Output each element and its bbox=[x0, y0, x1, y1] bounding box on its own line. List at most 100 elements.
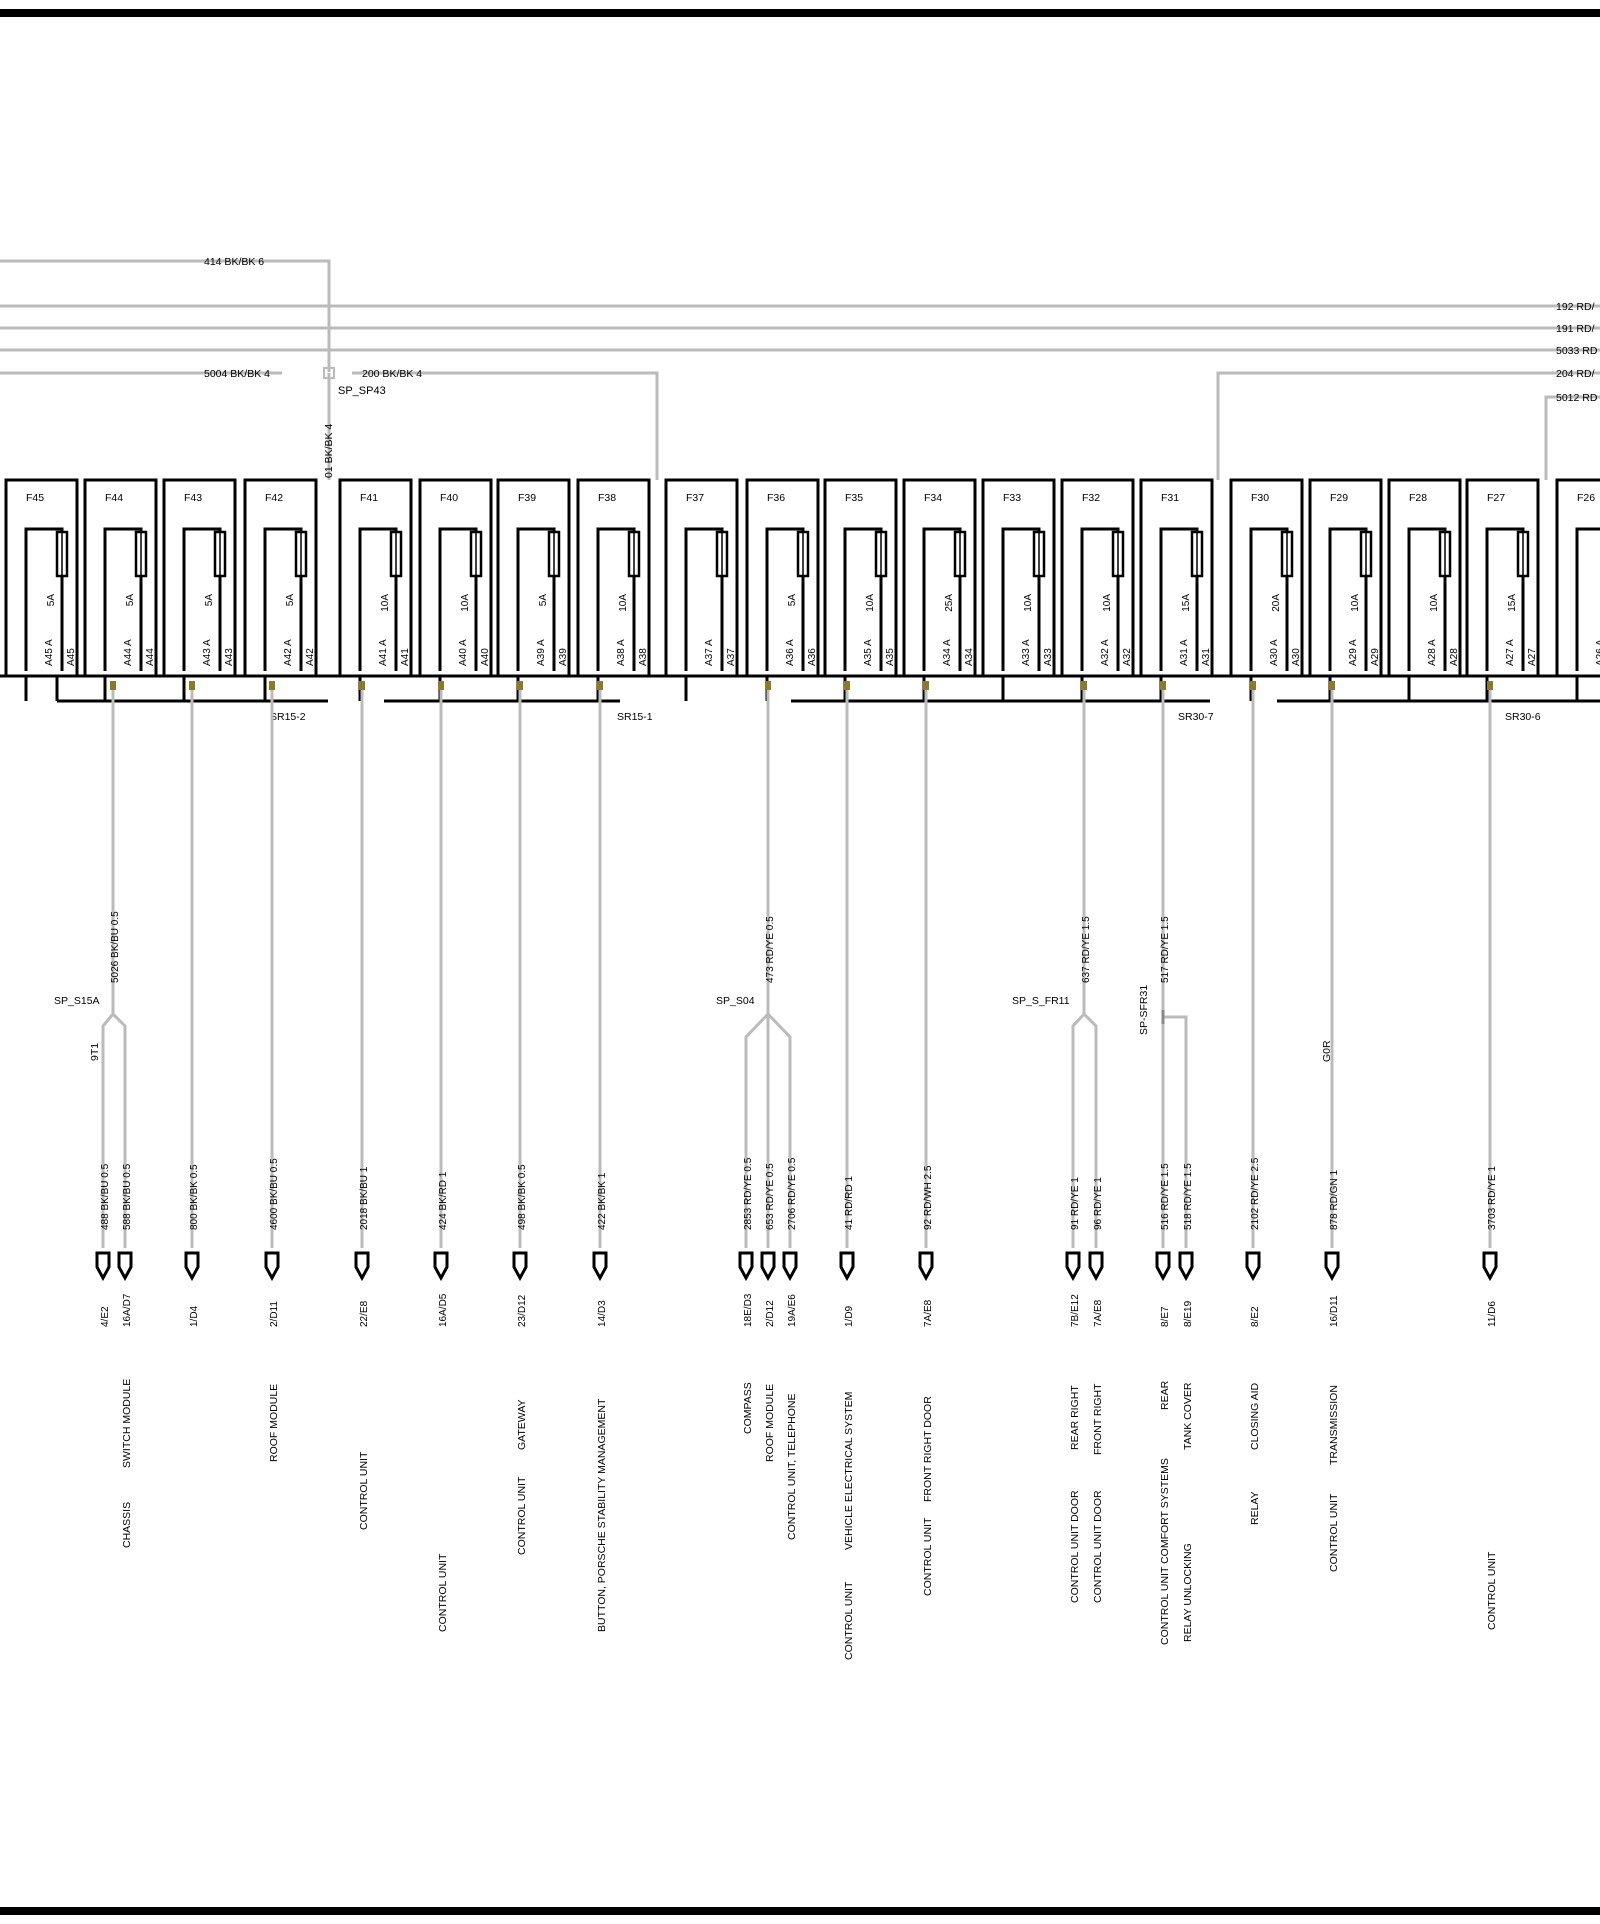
fuse-pin-b: A43 bbox=[224, 648, 235, 666]
fuse-pin-b: A44 bbox=[145, 648, 156, 666]
output-wire-label: 800 BK/BK 0.5 bbox=[189, 1164, 200, 1230]
connector-id: 1/D4 bbox=[189, 1305, 200, 1327]
connector-id: 2/D11 bbox=[269, 1301, 280, 1327]
pin-marker bbox=[844, 681, 850, 690]
side-label: G0R bbox=[1321, 1040, 1333, 1062]
fuse-rating: 10A bbox=[1350, 594, 1361, 612]
destination-label: TANK COVER bbox=[1182, 1382, 1194, 1450]
destination-label: GATEWAY bbox=[516, 1399, 528, 1450]
pin-marker bbox=[438, 681, 444, 690]
fuse-rating: 5A bbox=[204, 594, 215, 607]
pin-marker bbox=[1160, 681, 1166, 690]
destination-label: ROOF MODULE bbox=[268, 1384, 280, 1462]
connector-symbol bbox=[184, 1251, 200, 1282]
fuse-pin-b: A27 bbox=[1527, 648, 1538, 666]
destination-label: CONTROL UNIT bbox=[1328, 1493, 1340, 1572]
fuse-pin-a: A28 A bbox=[1427, 639, 1438, 666]
connector-symbol bbox=[433, 1251, 449, 1282]
connector-symbol bbox=[1065, 1251, 1081, 1282]
wire bbox=[111, 1012, 127, 1248]
fuse-name: F37 bbox=[686, 492, 704, 504]
wire bbox=[1071, 1012, 1086, 1248]
destination-label: CONTROL UNIT bbox=[358, 1451, 370, 1530]
wire bbox=[101, 1013, 115, 1248]
fuse-rating: 20A bbox=[1271, 594, 1282, 612]
fuse-box bbox=[1465, 478, 1540, 678]
fuse-conductor bbox=[596, 527, 636, 671]
fuse-box bbox=[745, 478, 820, 678]
destination-label: FRONT RIGHT bbox=[1092, 1383, 1104, 1455]
output-wire-label: 41 RD/RD 1 bbox=[844, 1176, 855, 1230]
fuse-rating: 5A bbox=[46, 594, 57, 607]
connector-id: 19A/E6 bbox=[787, 1294, 798, 1327]
fuse-box bbox=[4, 478, 79, 678]
connector-id: 14/D3 bbox=[597, 1300, 608, 1327]
fuse-pin-b: A32 bbox=[1122, 648, 1133, 666]
destination-label: CHASSIS bbox=[121, 1502, 133, 1548]
output-wire-label: 488 BK/BU 0.5 bbox=[100, 1163, 111, 1230]
top-wire-label: 204 RD/ bbox=[1556, 368, 1595, 380]
fuse-box bbox=[664, 478, 739, 678]
fuse-name: F36 bbox=[767, 492, 785, 504]
fuse-box bbox=[576, 478, 651, 678]
destination-label: CONTROL UNIT, TELEPHONE bbox=[786, 1394, 798, 1540]
connector-id: 2/D12 bbox=[765, 1300, 776, 1327]
output-wire-label: 653 RD/YE 0.5 bbox=[765, 1163, 776, 1230]
fuse-name: F27 bbox=[1487, 492, 1505, 504]
output-wire-label: 2853 RD/YE 0.5 bbox=[743, 1157, 754, 1230]
connector-symbol bbox=[782, 1251, 798, 1282]
fuse-conductor bbox=[358, 527, 398, 671]
fuse-pin-b: A30 bbox=[1291, 648, 1302, 666]
pin-marker bbox=[517, 681, 523, 690]
output-wires bbox=[95, 681, 1498, 1282]
fuse-box bbox=[1139, 478, 1214, 678]
fuse-box bbox=[162, 478, 237, 678]
fuse-box bbox=[338, 478, 413, 678]
top-wire-label: 414 BK/BK 6 bbox=[204, 256, 264, 268]
fuse-pin-a: A27 A bbox=[1505, 639, 1516, 666]
connector-symbol bbox=[1324, 1251, 1340, 1282]
connector-symbol bbox=[1155, 1251, 1171, 1282]
fuse-conductor bbox=[1407, 527, 1447, 671]
fuse-box bbox=[1308, 478, 1383, 678]
connector-id: 22/E8 bbox=[359, 1300, 370, 1327]
fuse-name: F31 bbox=[1161, 492, 1179, 504]
wire bbox=[1163, 1015, 1188, 1248]
fuse-pin-b: A39 bbox=[558, 648, 569, 666]
wire bbox=[744, 1012, 770, 1248]
fuse-pin-b: A45 bbox=[66, 648, 77, 666]
fuse-conductor bbox=[263, 527, 303, 671]
destination-label: CLOSING AID bbox=[1249, 1382, 1261, 1450]
fuse-conductor bbox=[1249, 527, 1289, 671]
fuse-rating: 10A bbox=[1429, 594, 1440, 612]
output-wire-label: 2018 BK/BU 1 bbox=[359, 1166, 370, 1230]
fuse-box bbox=[418, 478, 493, 678]
connector-symbol bbox=[738, 1251, 754, 1282]
fuse-pin-a: A38 A bbox=[616, 639, 627, 666]
fuse-rating: 25A bbox=[944, 594, 955, 612]
fuse-conductor bbox=[1080, 527, 1120, 671]
fuse-rating: 5A bbox=[125, 594, 136, 607]
fuse-conductor bbox=[843, 527, 883, 671]
destination-label: CONTROL UNIT COMFORT SYSTEMS bbox=[1159, 1458, 1171, 1645]
top-wire-label: 01 BK/BK 4 bbox=[323, 424, 335, 478]
output-wire-label: 96 RD/YE 1 bbox=[1093, 1177, 1104, 1230]
destination-label: CONTROL UNIT bbox=[1486, 1551, 1498, 1630]
fuse-rating: 15A bbox=[1181, 594, 1192, 612]
fuse-conductor bbox=[24, 527, 64, 671]
fuse-name: F32 bbox=[1082, 492, 1100, 504]
fuse-rating: 10A bbox=[380, 594, 391, 612]
fuse-box bbox=[83, 478, 158, 678]
connector-symbol bbox=[918, 1251, 934, 1282]
fuse-pin-a: A26 A bbox=[1595, 639, 1600, 666]
fuse-name: F38 bbox=[598, 492, 616, 504]
rail-label: SR15-1 bbox=[617, 711, 653, 723]
fuse-rating: 5A bbox=[787, 594, 798, 607]
connector-symbol bbox=[354, 1251, 370, 1282]
pin-marker bbox=[1329, 681, 1335, 690]
connector-id: 7B/E12 bbox=[1070, 1294, 1081, 1327]
destination-label: COMPASS bbox=[742, 1382, 754, 1434]
destination-label: CONTROL UNIT bbox=[922, 1517, 934, 1596]
output-wire-label: 4600 BK/BU 0.5 bbox=[269, 1158, 280, 1230]
top-wires bbox=[0, 259, 1600, 480]
